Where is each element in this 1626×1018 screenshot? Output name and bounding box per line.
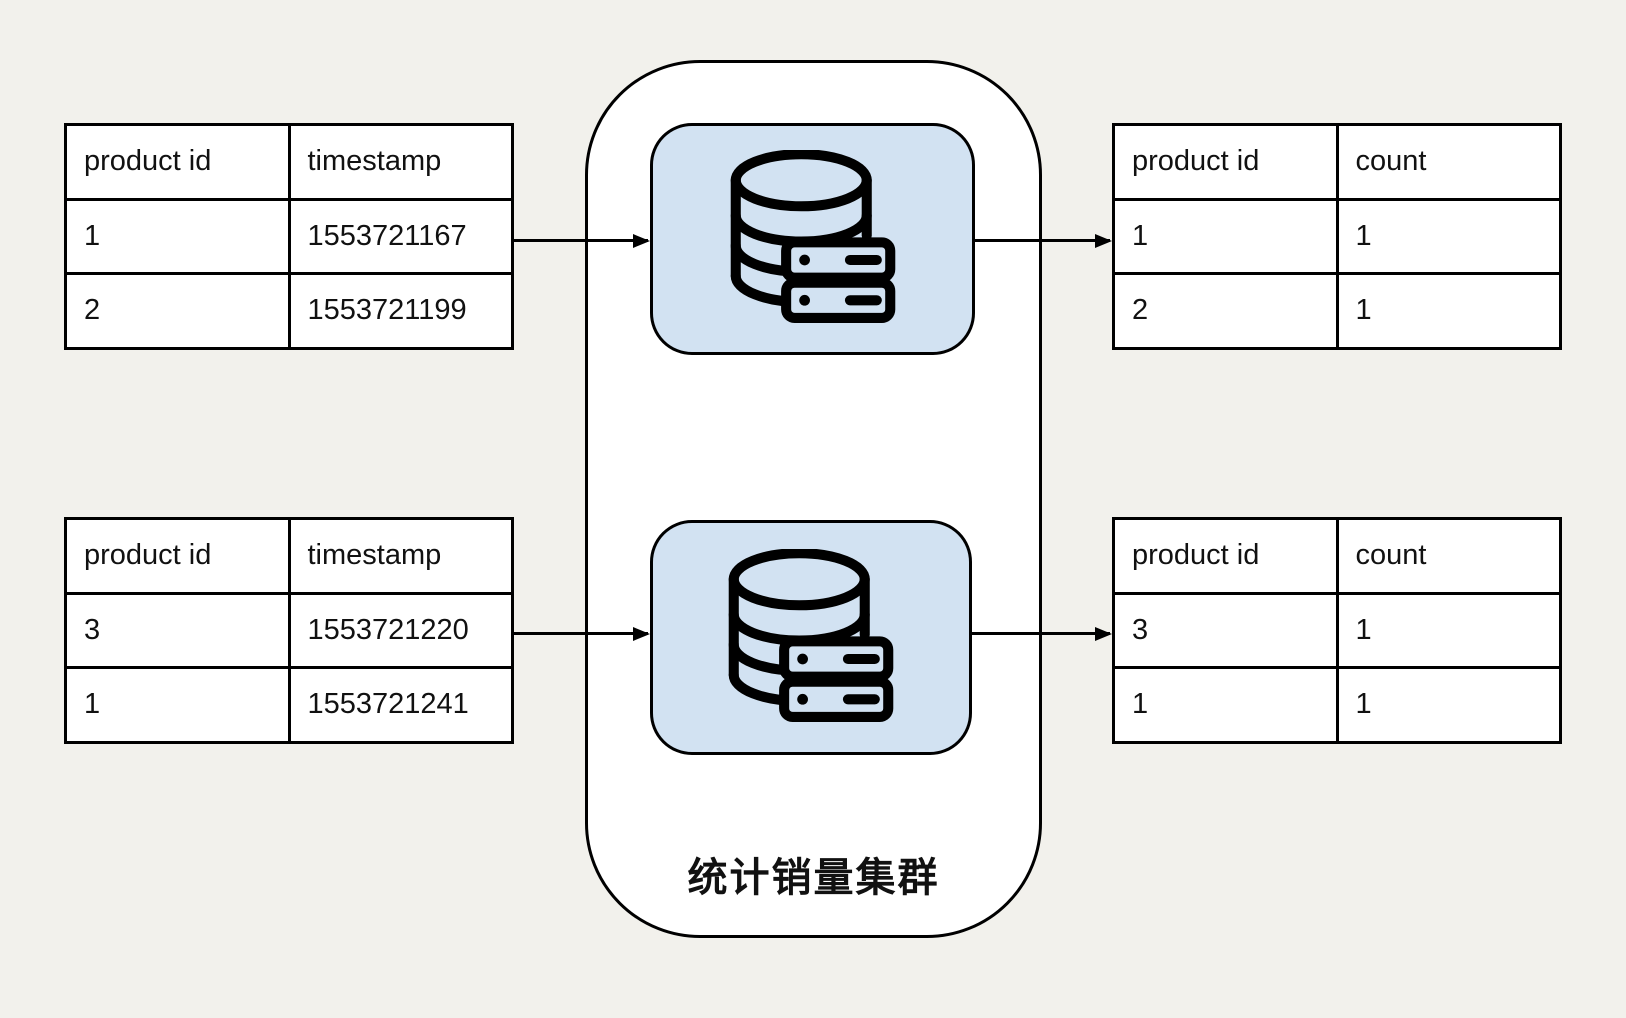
table-cell: 1553721241 [287,666,514,744]
table-cell: 1553721167 [287,197,514,275]
table-cell: 3 [64,591,291,669]
table-row: 1 1553721167 [64,197,514,275]
flow-arrow-in-top [512,239,648,242]
table-header-row: product id timestamp [64,517,514,595]
table-row: 2 1 [1112,272,1562,350]
output-table-bottom: product id count 3 1 1 1 [1112,517,1562,744]
table-row: 1 1 [1112,197,1562,275]
input-table-bottom: product id timestamp 3 1553721220 1 1553… [64,517,514,744]
table-row: 1 1553721241 [64,666,514,744]
output-table-top: product id count 1 1 2 1 [1112,123,1562,350]
database-server-icon [728,548,894,722]
table-row: 3 1553721220 [64,591,514,669]
table-cell: 1 [64,666,291,744]
flow-arrow-out-bottom [972,632,1110,635]
cluster-label: 统计销量集群 [687,856,940,900]
table-cell: 1 [1112,666,1339,744]
table-row: 3 1 [1112,591,1562,669]
table-header-cell: product id [64,517,291,595]
flow-arrow-out-top [975,239,1110,242]
table-header-cell: timestamp [287,517,514,595]
database-server-icon [730,150,895,323]
table-cell: 1 [1335,591,1562,669]
table-cell: 2 [64,272,291,350]
table-header-row: product id count [1112,123,1562,201]
table-row: 1 1 [1112,666,1562,744]
table-cell: 1 [1112,197,1339,275]
table-cell: 2 [1112,272,1339,350]
table-cell: 1 [1335,197,1562,275]
table-header-cell: product id [1112,517,1339,595]
table-cell: 1553721220 [287,591,514,669]
table-header-cell: count [1335,517,1562,595]
table-cell: 1 [1335,666,1562,744]
table-header-cell: timestamp [287,123,514,201]
table-cell: 1 [1335,272,1562,350]
table-header-cell: product id [1112,123,1339,201]
table-header-cell: product id [64,123,291,201]
table-cell: 1553721199 [287,272,514,350]
table-cell: 3 [1112,591,1339,669]
database-node-bottom [650,520,972,755]
database-node-top [650,123,975,355]
flow-arrow-in-bottom [512,632,648,635]
table-cell: 1 [64,197,291,275]
table-header-row: product id count [1112,517,1562,595]
table-header-row: product id timestamp [64,123,514,201]
table-row: 2 1553721199 [64,272,514,350]
input-table-top: product id timestamp 1 1553721167 2 1553… [64,123,514,350]
table-header-cell: count [1335,123,1562,201]
